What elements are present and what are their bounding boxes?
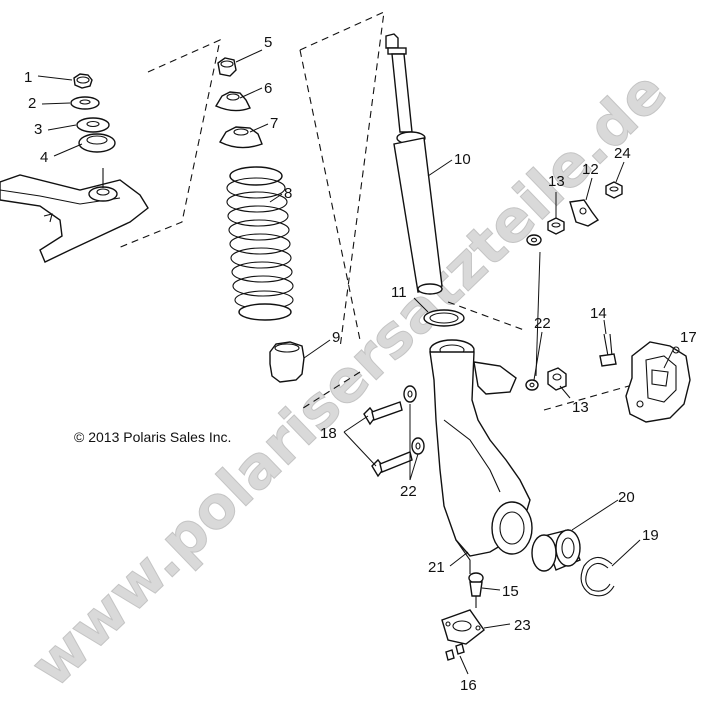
callout-16: 16: [460, 677, 477, 694]
callout-3: 3: [34, 121, 42, 138]
callout-5: 5: [264, 34, 272, 51]
callout-22-right: 22: [534, 315, 551, 332]
callout-9: 9: [332, 329, 340, 346]
washer-part-22-right: [525, 379, 539, 391]
spring-seat-part-7: [219, 126, 263, 149]
callout-24: 24: [614, 145, 631, 162]
ball-joint-part-15: [468, 572, 484, 608]
bushing-part-4: [78, 133, 116, 153]
washer-part-2: [70, 96, 100, 110]
callout-7: 7: [270, 115, 278, 132]
callout-22-left: 22: [400, 483, 417, 500]
nut-part-13-lower: [547, 367, 567, 391]
callout-10: 10: [454, 151, 471, 168]
nut-part-1: [73, 73, 93, 89]
shock-absorber-part-10: [385, 33, 443, 295]
callout-2: 2: [28, 95, 36, 112]
plate-part-23: [441, 609, 485, 645]
washer-part-22-left-a: [403, 385, 417, 403]
callout-4: 4: [40, 149, 48, 166]
callout-20: 20: [618, 489, 635, 506]
assembly-dashed-lines: [117, 11, 651, 411]
callout-23: 23: [514, 617, 531, 634]
callout-13-upper: 13: [548, 173, 565, 190]
washer-part-22-upper: [526, 234, 542, 246]
washer-part-22-left-b: [411, 437, 425, 455]
steering-knuckle-part-21: [429, 339, 533, 574]
callout-8: 8: [284, 185, 292, 202]
callout-14: 14: [590, 305, 607, 322]
o-ring-part-11: [423, 309, 465, 327]
callout-11: 11: [391, 284, 407, 301]
callout-6: 6: [264, 80, 272, 97]
nut-part-13-upper: [547, 217, 565, 235]
frame-bracket: [0, 168, 149, 263]
caliper-part-17: [625, 341, 691, 423]
clip-part-12: [569, 199, 600, 227]
callout-19: 19: [642, 527, 659, 544]
callout-1: 1: [24, 69, 32, 86]
bolt-part-18-upper: [363, 401, 403, 426]
screws-part-16: [445, 643, 465, 661]
bolt-part-14: [599, 333, 617, 367]
callout-18: 18: [320, 425, 337, 442]
wheel-bearing-part-20: [531, 529, 581, 572]
callout-15: 15: [502, 583, 519, 600]
nut-part-5: [217, 57, 237, 77]
leader-lines: [37, 49, 675, 675]
callout-12: 12: [582, 161, 599, 178]
bolt-part-18-lower: [371, 451, 413, 478]
callout-17: 17: [680, 329, 697, 346]
callout-labels: 1 2 3 4 5 6 7 8 9 10 11 12 13 24 22 14 1…: [24, 34, 697, 694]
snap-ring-part-19: [580, 556, 615, 597]
callout-13-lower: 13: [572, 399, 589, 416]
nut-part-24: [605, 181, 623, 199]
washer-part-3: [76, 117, 110, 133]
bump-stop-part-9: [269, 341, 305, 383]
callout-21: 21: [428, 559, 445, 576]
retainer-part-6: [214, 91, 251, 112]
copyright-text: © 2013 Polaris Sales Inc.: [74, 429, 231, 445]
coil-spring-part-8: [226, 166, 294, 321]
